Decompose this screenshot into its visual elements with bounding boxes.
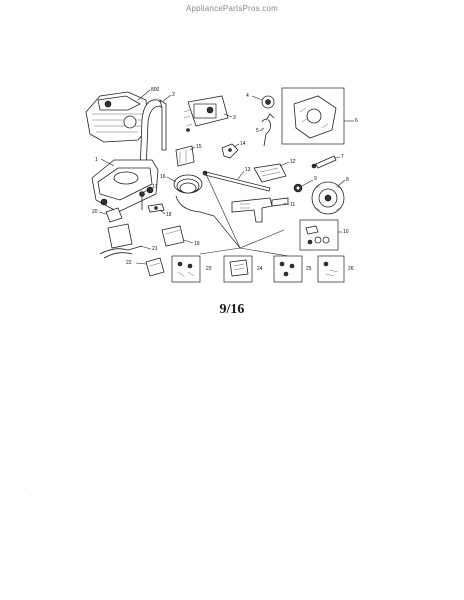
tip-holder-part	[253, 163, 287, 183]
callout-13: 13	[245, 167, 251, 173]
callout-20: 20	[92, 209, 98, 215]
hardware-bag-26	[317, 255, 345, 283]
nut-part	[293, 183, 303, 193]
callout-22: 22	[126, 260, 132, 266]
callout-19: 19	[194, 241, 200, 247]
wand-part	[202, 170, 271, 192]
callout-5: 5	[256, 128, 259, 134]
callout-4: 4	[246, 93, 249, 99]
scan-speck: ·	[24, 487, 26, 492]
callout-1: 1	[95, 157, 98, 163]
callout-15: 15	[196, 144, 202, 150]
control-panel-part	[183, 95, 229, 132]
hose-part	[173, 174, 215, 217]
callout-14: 14	[240, 141, 246, 147]
callout-8: 8	[346, 177, 349, 183]
watermark: AppliancePartsPros.com	[186, 4, 278, 13]
callout-24: 24	[257, 266, 263, 272]
callout-800: 800	[151, 87, 160, 93]
callout-17: 17	[152, 184, 158, 190]
knob-part	[261, 95, 275, 109]
callout-25: 25	[306, 266, 312, 272]
callout-11: 11	[290, 202, 295, 208]
hose-hook-part	[175, 145, 195, 167]
handle-part	[139, 99, 167, 173]
adapter-part	[147, 203, 165, 213]
callout-6: 6	[355, 118, 358, 124]
wheel-part	[311, 181, 345, 215]
callout-10: 10	[343, 229, 349, 235]
page-number: 9/16	[219, 302, 245, 317]
engine-part	[85, 91, 149, 143]
frame-part	[91, 159, 159, 213]
card-part	[145, 257, 165, 277]
tank-part	[161, 225, 185, 247]
bracket-part	[221, 143, 239, 159]
hardware-bag-25	[273, 255, 303, 283]
hook-part	[261, 113, 275, 147]
pad-part	[105, 207, 123, 223]
callout-23: 23	[206, 266, 212, 272]
fitting-part	[139, 191, 145, 210]
hardware-bag-23	[171, 255, 201, 283]
callout-26: 26	[348, 266, 354, 272]
callout-2: 2	[172, 92, 175, 98]
connector-part	[311, 155, 337, 169]
wheel-hardware-part	[299, 219, 339, 251]
callout-16: 16	[160, 174, 166, 180]
callout-9: 9	[314, 176, 317, 182]
callout-7: 7	[341, 154, 344, 160]
callout-3: 3	[233, 115, 236, 121]
leader-lines	[199, 173, 289, 257]
manual-part	[99, 223, 143, 259]
callout-18: 18	[166, 212, 172, 218]
pump-part	[281, 87, 345, 145]
spray-gun-part	[231, 197, 289, 223]
callout-12: 12	[290, 159, 296, 165]
hardware-bag-24	[223, 255, 253, 283]
callout-21: 21	[152, 246, 158, 252]
